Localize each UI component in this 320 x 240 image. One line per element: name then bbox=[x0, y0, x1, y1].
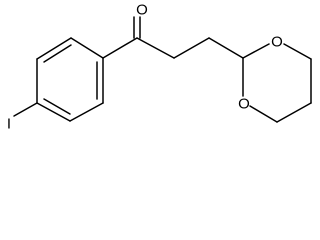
ring-bond bbox=[276, 102, 312, 123]
ring-bond bbox=[283, 43, 312, 60]
iodophenyl-ring bbox=[36, 37, 104, 122]
ring-bond bbox=[69, 102, 104, 122]
carbonyl-oxygen-label: O bbox=[136, 2, 148, 19]
ring-oxygen-lower-label: O bbox=[238, 96, 250, 113]
ring-bond bbox=[242, 43, 270, 59]
iodine-atom-label: I bbox=[7, 116, 11, 133]
chain-bond bbox=[208, 37, 244, 59]
aryl-carbonyl-bond bbox=[102, 37, 138, 59]
ring-bond bbox=[36, 37, 72, 60]
aromatic-inner-bond bbox=[43, 44, 72, 63]
dioxane-ring: O O bbox=[238, 34, 312, 123]
ring-oxygen-upper-label: O bbox=[271, 34, 283, 51]
ring-bond bbox=[249, 105, 278, 123]
iodine-bond bbox=[13, 102, 38, 117]
ring-bond bbox=[36, 102, 71, 122]
chemical-structure: I O O O bbox=[7, 2, 312, 133]
aromatic-inner-bond bbox=[43, 98, 71, 115]
ring-bond bbox=[70, 37, 104, 59]
chain-bond bbox=[173, 37, 210, 59]
chain-bond bbox=[136, 37, 175, 59]
